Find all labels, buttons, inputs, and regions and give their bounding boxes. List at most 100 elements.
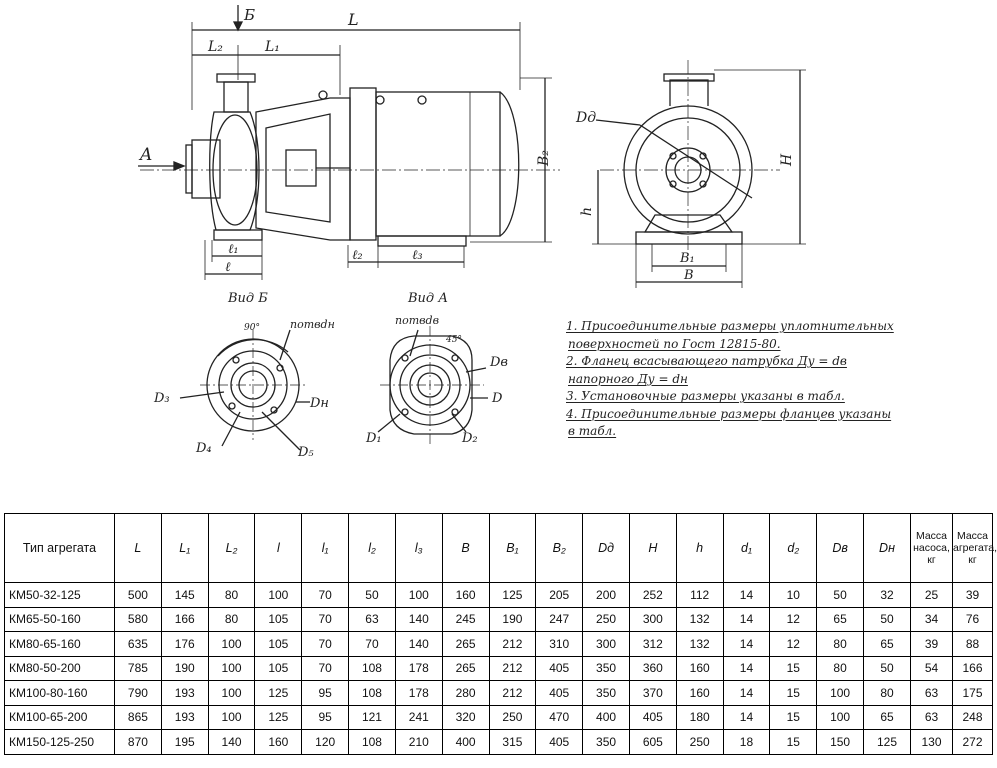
- table-cell: 193: [160, 704, 209, 730]
- table-cell: 130: [910, 729, 953, 755]
- unit-type-cell: КМ80-65-160: [4, 631, 115, 657]
- table-cell: 14: [722, 704, 771, 730]
- table-cell: 108: [348, 729, 396, 755]
- column-header: B: [441, 513, 490, 583]
- column-header: l₃: [394, 513, 443, 583]
- table-cell: 272: [952, 729, 993, 755]
- table-cell: 405: [535, 655, 584, 681]
- table-cell: 210: [394, 729, 443, 755]
- table-cell: 80: [207, 582, 256, 608]
- angle-a-label: 45°: [445, 335, 462, 345]
- table-cell: 400: [582, 704, 630, 730]
- table-cell: 65: [863, 631, 911, 657]
- table-cell: 470: [535, 704, 584, 730]
- table-cell: 212: [488, 680, 537, 706]
- table-cell: 34: [910, 606, 953, 632]
- table-cell: 160: [254, 729, 303, 755]
- table-cell: 132: [675, 606, 724, 632]
- table-cell: 145: [160, 582, 209, 608]
- table-cell: 870: [114, 729, 162, 755]
- table-cell: 166: [160, 606, 209, 632]
- column-header: Масса агрегата, кг: [952, 513, 997, 583]
- note-line: поверхностей по Гост 12815-80.: [568, 336, 781, 351]
- table-cell: 39: [952, 582, 993, 608]
- column-header: L₂: [207, 513, 256, 583]
- table-cell: 175: [952, 680, 993, 706]
- table-cell: 100: [394, 582, 443, 608]
- table-cell: 39: [910, 631, 953, 657]
- table-cell: 125: [488, 582, 537, 608]
- table-cell: 280: [441, 680, 490, 706]
- d1-label: D₁: [365, 431, 382, 446]
- flange-view-a: [377, 326, 488, 446]
- drawing-labels: Б L L₂ L₁ A ℓ₁ ℓ ℓ₂ ℓ₃ B₂ h Dд H B₁ B Ви…: [138, 6, 795, 460]
- d4-label: D₄: [195, 441, 212, 456]
- table-cell: 248: [952, 704, 993, 730]
- dim-b1-label: B₁: [679, 251, 695, 266]
- table-cell: 252: [628, 582, 677, 608]
- column-header: h: [675, 513, 724, 583]
- angle-b-label: 90°: [244, 323, 260, 333]
- table-cell: 132: [675, 631, 724, 657]
- table-cell: 50: [863, 606, 911, 632]
- table-cell: 14: [722, 582, 771, 608]
- table-cell: 80: [816, 655, 864, 681]
- column-header: d₁: [722, 513, 771, 583]
- dim-l1-small-label: ℓ₁: [228, 242, 239, 257]
- table-cell: 80: [816, 631, 864, 657]
- note-line: напорного Ду = dн: [568, 371, 688, 386]
- table-cell: 63: [910, 680, 953, 706]
- column-header: l₂: [348, 513, 396, 583]
- column-header: L₁: [160, 513, 209, 583]
- holes-b-label: nотвdн: [290, 318, 335, 331]
- table-cell: 320: [441, 704, 490, 730]
- table-cell: 350: [582, 729, 630, 755]
- table-cell: 100: [816, 680, 864, 706]
- table-cell: 360: [628, 655, 677, 681]
- table-cell: 65: [863, 704, 911, 730]
- table-cell: 70: [301, 606, 350, 632]
- table-cell: 100: [207, 680, 256, 706]
- dim-h-label: H: [779, 153, 795, 167]
- table-cell: 166: [952, 655, 993, 681]
- view-a-title: Вид А: [407, 291, 448, 306]
- table-cell: 125: [254, 680, 303, 706]
- table-cell: 95: [301, 704, 350, 730]
- table-cell: 100: [207, 631, 256, 657]
- table-cell: 15: [769, 680, 818, 706]
- table-cell: 70: [301, 631, 350, 657]
- table-cell: 212: [488, 631, 537, 657]
- table-cell: 300: [628, 606, 677, 632]
- table-cell: 12: [769, 631, 818, 657]
- table-cell: 15: [769, 729, 818, 755]
- table-cell: 50: [816, 582, 864, 608]
- table-cell: 88: [952, 631, 993, 657]
- column-header: d₂: [769, 513, 818, 583]
- table-cell: 265: [441, 631, 490, 657]
- table-cell: 105: [254, 606, 303, 632]
- column-header: Масса насоса, кг: [910, 513, 953, 583]
- table-cell: 70: [348, 631, 396, 657]
- column-header: Dн: [863, 513, 911, 583]
- table-cell: 160: [675, 680, 724, 706]
- table-cell: 405: [535, 680, 584, 706]
- d3-label: D₃: [153, 391, 170, 406]
- table-cell: 120: [301, 729, 350, 755]
- unit-type-cell: КМ80-50-200: [4, 655, 115, 681]
- table-cell: 25: [910, 582, 953, 608]
- unit-type-cell: КМ50-32-125: [4, 582, 115, 608]
- table-cell: 32: [863, 582, 911, 608]
- table-cell: 10: [769, 582, 818, 608]
- dim-b-label: B: [683, 268, 694, 283]
- table-cell: 400: [441, 729, 490, 755]
- d2-label: D₂: [461, 431, 478, 446]
- table-cell: 180: [675, 704, 724, 730]
- table-cell: 100: [254, 582, 303, 608]
- table-cell: 80: [207, 606, 256, 632]
- table-cell: 250: [488, 704, 537, 730]
